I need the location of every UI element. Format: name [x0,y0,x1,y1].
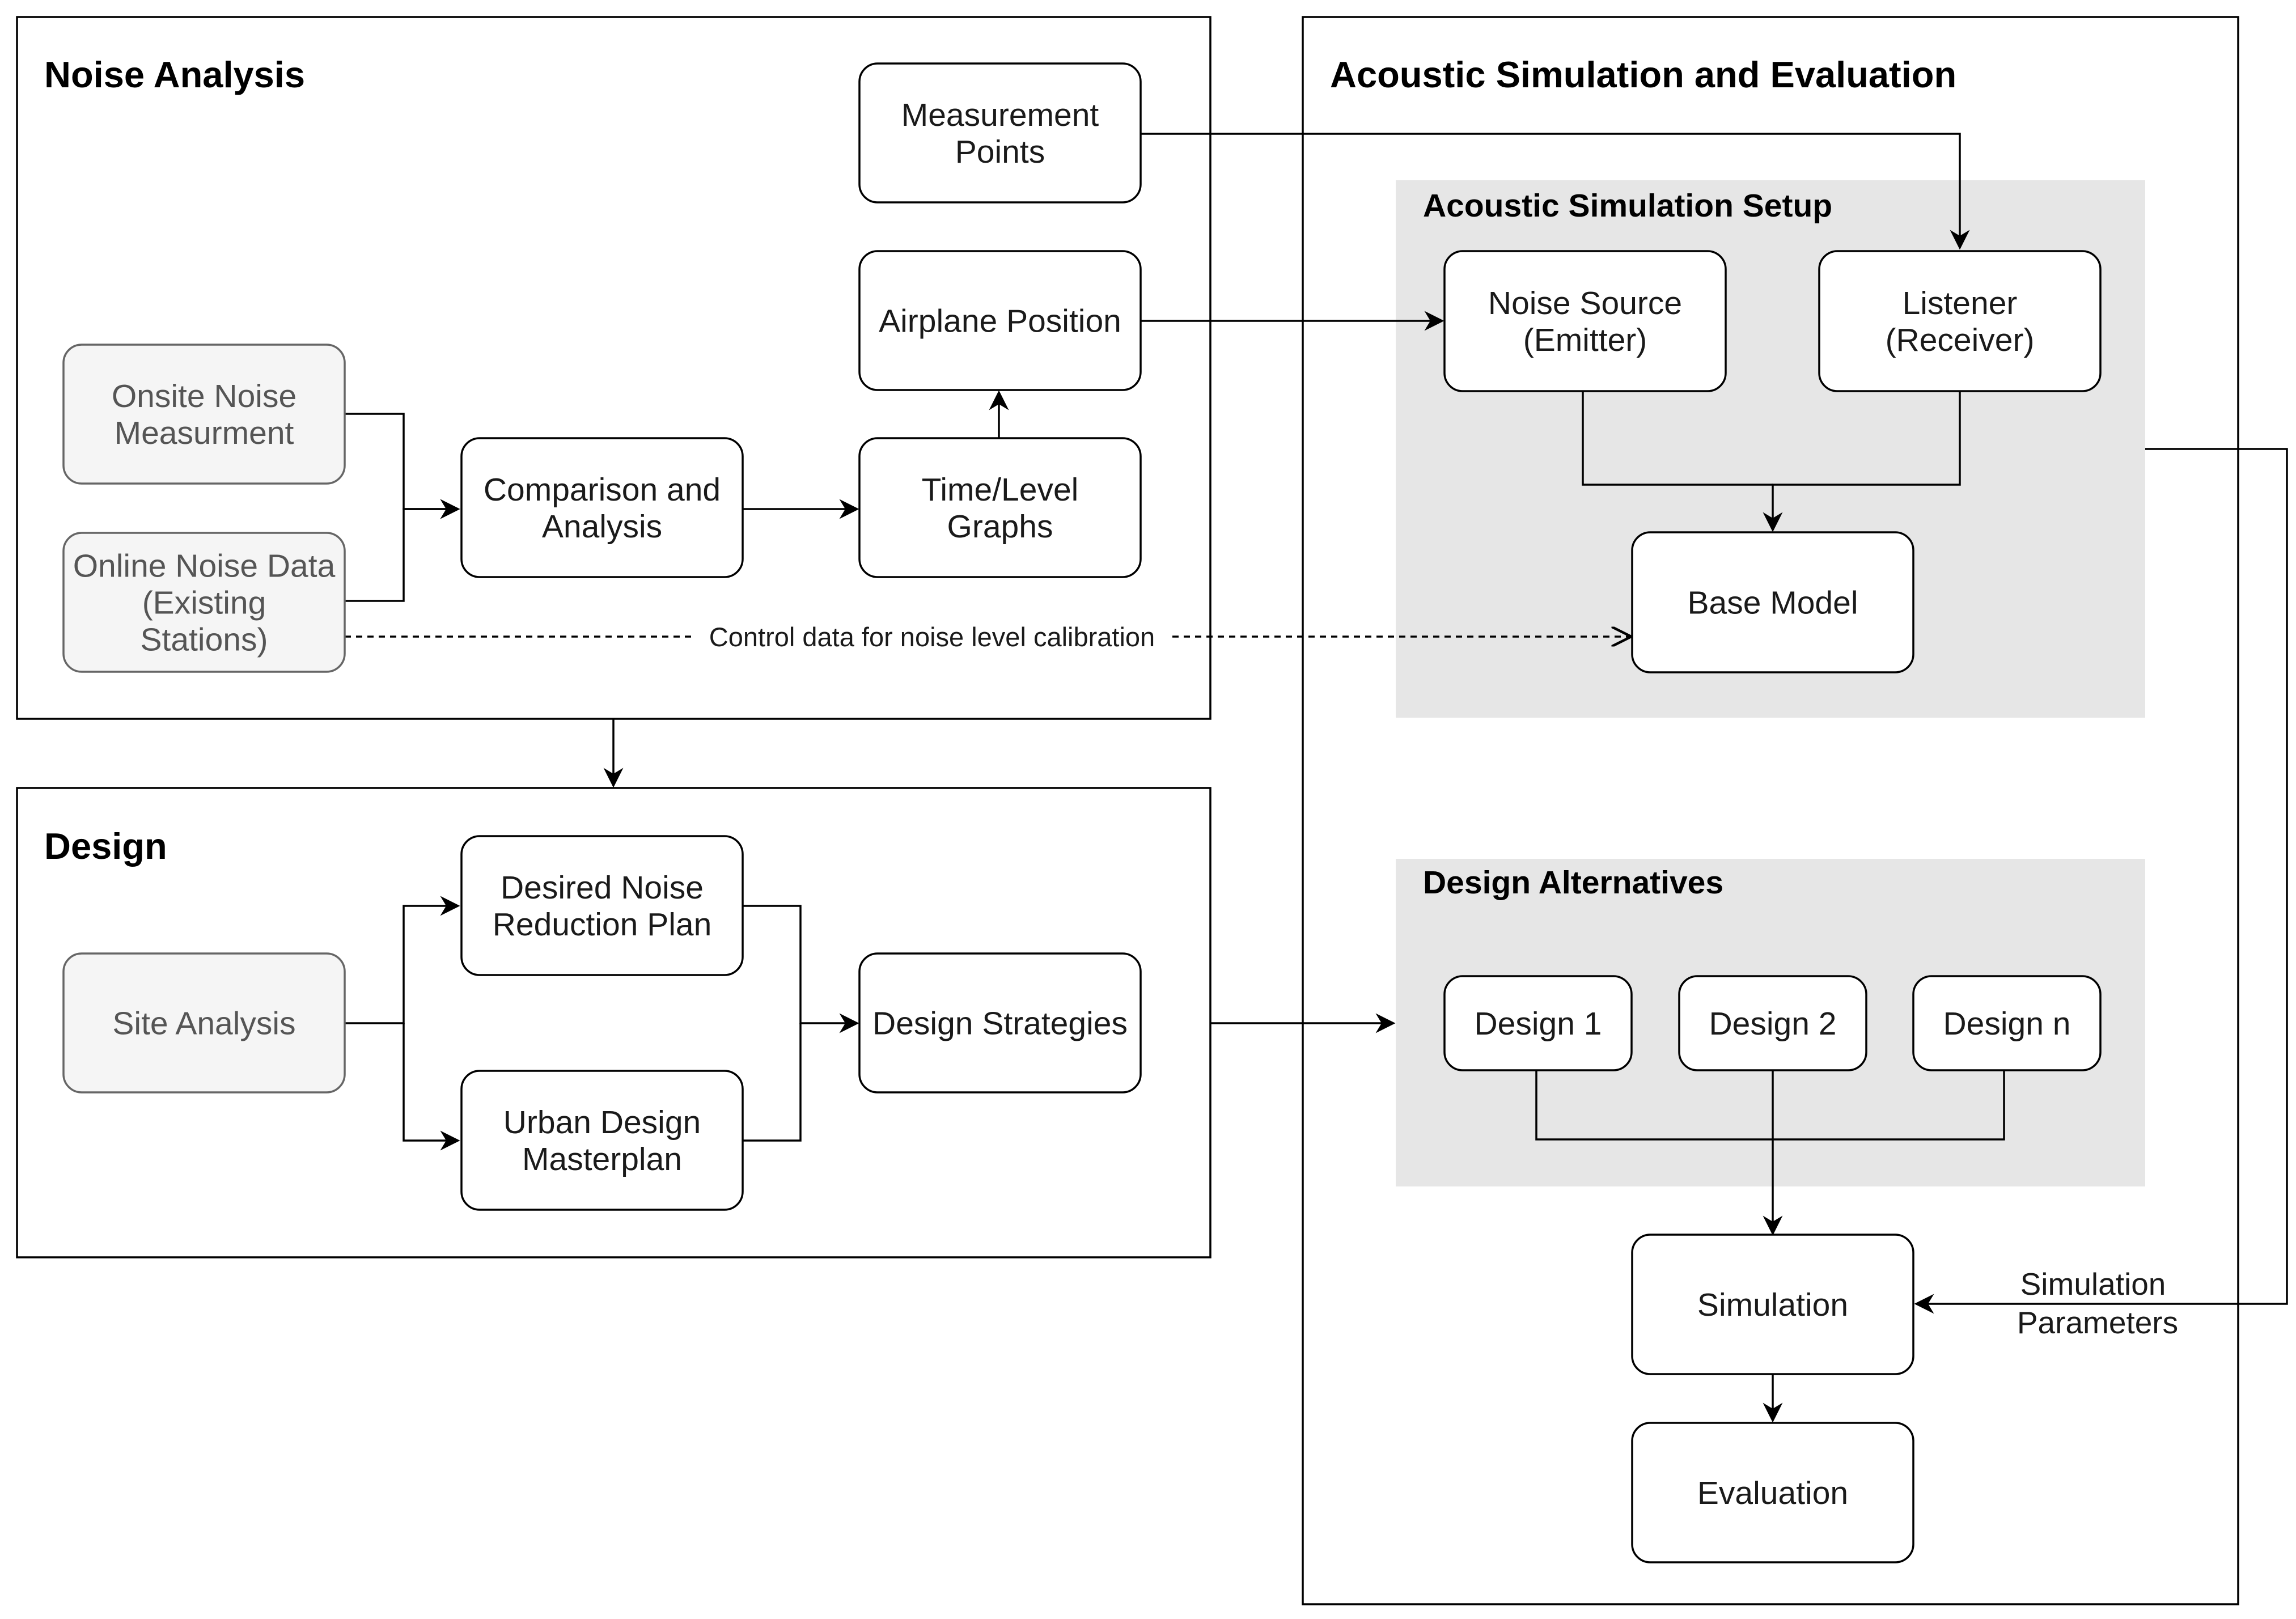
node-base-model-box [1631,531,1914,673]
node-emitter-label: (Emitter) [1523,322,1647,358]
edge-design1-join [1535,1070,2005,1141]
node-designn: Design n [1912,975,2102,1071]
node-desired-box [460,835,744,976]
acoustic-title: Acoustic Simulation and Evaluation [1330,54,1956,95]
node-listener-label: Listener [1903,285,2018,321]
edge-site-urban [403,1023,460,1151]
node-urban-label: Masterplan [522,1141,682,1177]
node-airplane: Airplane Position [858,250,1142,391]
node-comparison-box [460,437,744,578]
node-online-box [62,532,346,673]
calibration-label-text: Control data for noise level calibration [709,622,1155,652]
node-strategies-label: Design Strategies [872,1006,1128,1042]
node-design2-label: Design 2 [1709,1006,1837,1042]
node-listener-box [1818,250,2102,392]
node-evaluation: Evaluation [1631,1422,1914,1563]
node-time-level-label: Time/Level [922,472,1079,508]
edge-emitter-basemodel [1582,391,1773,486]
node-listener: Listener(Receiver) [1818,250,2102,392]
edges [345,133,2288,1423]
node-onsite-label: Measurment [115,415,294,451]
node-designn-box [1912,975,2102,1071]
edge-measurement-listener [1141,133,1970,250]
node-measurement-label: Measurement [901,97,1099,133]
node-strategies-box [858,952,1142,1094]
node-design1-box [1443,975,1633,1071]
node-measurement-box [858,62,1142,204]
node-simulation-label: Simulation [1697,1287,1848,1323]
node-emitter-box [1443,250,1727,392]
edge-urban-strategies [743,1023,802,1142]
edge-listener-basemodel [1763,391,1961,532]
sim-params-label-line2: Parameters [2017,1305,2178,1340]
node-airplane-label: Airplane Position [879,303,1121,340]
node-online-label: Online Noise Data [73,548,336,584]
node-comparison-label: Analysis [542,508,662,545]
node-listener-label: (Receiver) [1886,322,2035,358]
simulation-setup-title: Acoustic Simulation Setup [1423,188,1832,224]
node-site-analysis-box [62,952,346,1094]
node-design2-box [1678,975,1867,1071]
edge-online-comparison [345,499,460,602]
edge-setup-simulation [1914,448,2288,1314]
node-comparison-label: Comparison and [484,472,721,508]
node-base-model-label: Base Model [1687,585,1858,621]
node-designn-label: Design n [1943,1006,2071,1042]
node-onsite-box [62,344,346,485]
node-evaluation-label: Evaluation [1697,1475,1848,1511]
noise-analysis-title: Noise Analysis [44,54,305,95]
node-simulation-box [1631,1234,1914,1375]
node-site-analysis: Site Analysis [62,952,346,1094]
sim-params-label: Simulation Parameters [2017,1266,2178,1340]
node-measurement-label: Points [955,134,1045,170]
node-emitter-label: Noise Source [1488,285,1682,321]
edge-site-desired [345,896,460,1024]
calibration-label: Control data for noise level calibration [696,620,1168,653]
node-base-model: Base Model [1631,531,1914,673]
node-online-label: Stations) [141,622,268,658]
node-time-level-label: Graphs [947,508,1053,545]
node-urban-box [460,1070,744,1211]
node-evaluation-box [1631,1422,1914,1563]
node-design1: Design 1 [1443,975,1633,1071]
node-onsite-label: Onsite Noise [112,378,296,414]
sim-params-label-line1: Simulation [2020,1266,2166,1302]
node-time-level-box [858,437,1142,578]
node-urban-label: Urban Design [503,1104,701,1141]
node-simulation: Simulation [1631,1234,1914,1375]
node-site-analysis-label: Site Analysis [112,1006,295,1042]
design-title: Design [44,825,167,867]
node-airplane-box [858,250,1142,391]
node-design1-label: Design 1 [1475,1006,1602,1042]
edge-desired-strategies [743,905,859,1033]
node-emitter: Noise Source(Emitter) [1443,250,1727,392]
design-alternatives-title: Design Alternatives [1423,864,1723,901]
node-online-label: (Existing [142,585,266,621]
node-desired-label: Reduction Plan [493,906,712,943]
node-desired-label: Desired Noise [501,870,704,906]
node-design2: Design 2 [1678,975,1867,1071]
node-strategies: Design Strategies [858,952,1142,1094]
